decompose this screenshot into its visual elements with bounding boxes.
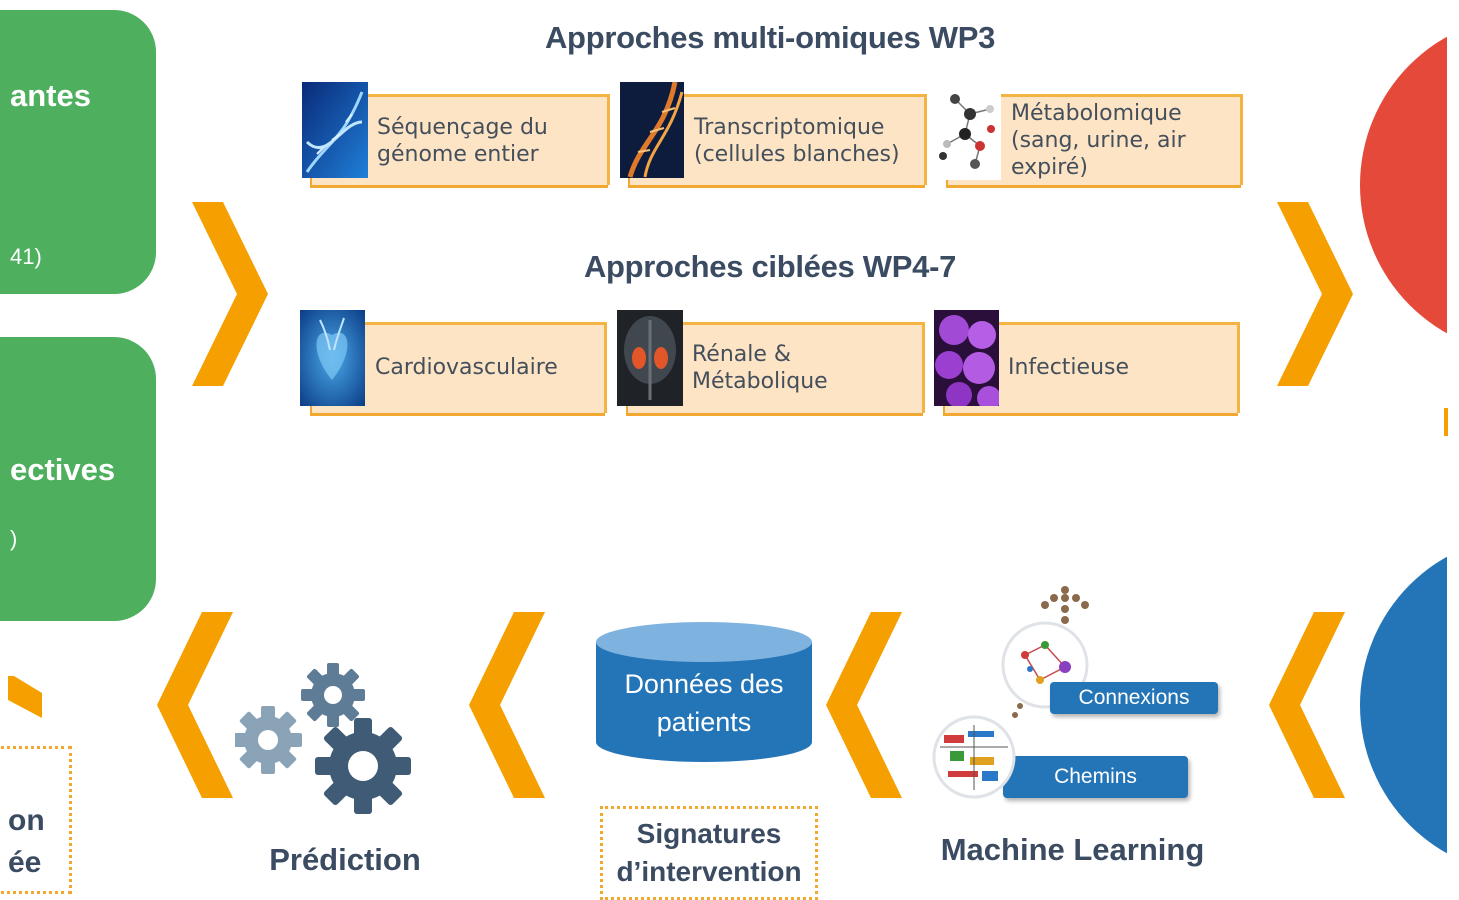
rna-strand-image — [620, 82, 684, 178]
right-circles — [1360, 0, 1459, 894]
card-line: Métabolomique — [1011, 101, 1182, 126]
chevron-left-icon — [826, 612, 902, 798]
card-line: Infectieuse — [1008, 355, 1130, 380]
card-line: Cardiovasculaire — [375, 355, 558, 380]
partial-chevron-icon — [8, 676, 42, 718]
chevron-left-icon — [469, 612, 545, 798]
card-metabolomics-text: Métabolomique (sang, urine, air expiré) — [1011, 100, 1186, 181]
card-sequencing-text: Séquençage du génome entier — [377, 114, 548, 168]
machine-learning-label: Machine Learning — [940, 832, 1205, 867]
chevron-left-icon — [1269, 612, 1345, 798]
kidney-image — [617, 310, 683, 406]
chemins-label: Chemins — [1003, 756, 1188, 798]
card-renal-text: Rénale & Métabolique — [692, 341, 828, 395]
dna-helix-image — [302, 82, 368, 178]
prediction-label: Prédiction — [269, 842, 421, 877]
card-cardio-text: Cardiovasculaire — [375, 354, 558, 381]
left-panel-bottom-title: ectives — [10, 452, 116, 487]
card-line: expiré) — [1011, 155, 1088, 180]
bacteria-image — [934, 310, 999, 406]
gear-left-icon — [235, 706, 302, 774]
partial-line: on — [8, 804, 45, 837]
chevron-left-icon — [157, 612, 233, 798]
left-panel-top — [0, 10, 156, 294]
multiomics-title: Approches multi-omiques WP3 — [544, 20, 996, 55]
pathway-circle-overlay — [932, 715, 1016, 799]
signatures-line: Signatures — [636, 818, 782, 849]
signatures-text: Signatures d’intervention — [600, 815, 818, 891]
database-text: Données des patients — [594, 665, 814, 741]
card-line: (cellules blanches) — [694, 142, 900, 167]
red-circle — [1360, 30, 1459, 340]
left-panel-bottom-count: ) — [10, 526, 18, 551]
left-partial-text: on ée — [8, 800, 45, 884]
chevron-right-icon — [1277, 202, 1353, 386]
card-infectious-text: Infectieuse — [1008, 354, 1129, 381]
database-line: patients — [656, 707, 752, 737]
gear-large-icon — [315, 718, 411, 814]
card-line: Séquençage du — [377, 115, 548, 140]
database-icon — [596, 622, 812, 762]
left-partial-box — [0, 746, 72, 894]
card-line: génome entier — [377, 142, 539, 167]
left-panel-bottom — [0, 337, 156, 621]
molecule-image — [935, 84, 1001, 180]
card-line: Transcriptomique — [694, 115, 885, 140]
small-orange-bar — [1444, 408, 1448, 436]
targeted-title: Approches ciblées WP4-7 — [583, 249, 957, 284]
blue-circle — [1360, 550, 1459, 860]
left-panel-top-count: 41) — [10, 244, 42, 269]
card-transcriptomics-text: Transcriptomique (cellules blanches) — [694, 114, 900, 168]
gear-small-icon — [301, 663, 365, 727]
card-line: (sang, urine, air — [1011, 128, 1186, 153]
database-line: Données des — [624, 669, 784, 699]
card-line: Rénale & — [692, 342, 792, 367]
signatures-line: d’intervention — [616, 856, 802, 887]
card-line: Métabolique — [692, 369, 828, 394]
connexions-label: Connexions — [1050, 682, 1218, 714]
chevron-right-icon — [192, 202, 268, 386]
left-panel-top-title: antes — [10, 78, 91, 113]
partial-line: ée — [8, 846, 42, 879]
gears-icon — [235, 663, 411, 814]
heart-image — [300, 310, 365, 406]
